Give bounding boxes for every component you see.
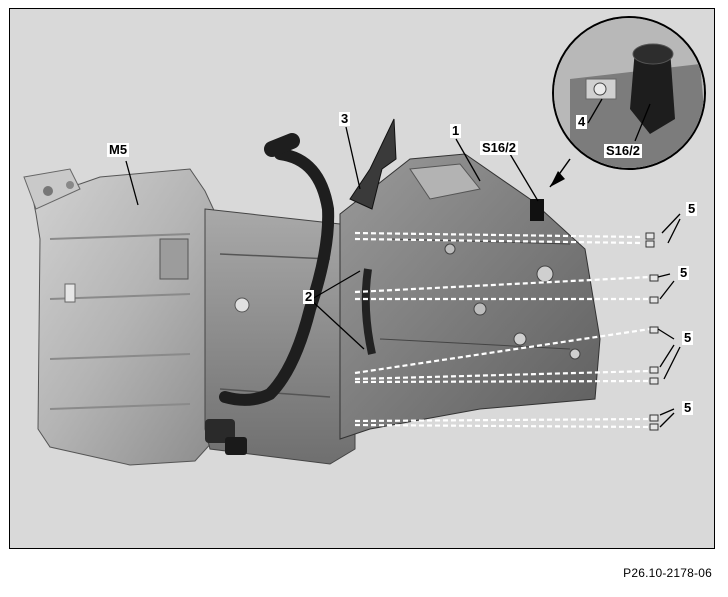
transmission-middle <box>204 208 356 465</box>
callout-5-d: 5 <box>682 400 694 415</box>
callout-s16-2: S16/2 <box>480 140 518 155</box>
callout-m5: M5 <box>107 142 130 157</box>
diagram-frame: M5 3 1 S16/2 2 4 S16/2 5 5 5 5 <box>9 8 715 549</box>
hose-lower <box>361 268 376 355</box>
leader-lines <box>125 126 681 428</box>
callout-3: 3 <box>339 111 351 126</box>
bolts <box>645 232 659 431</box>
callout-5-a: 5 <box>686 201 698 216</box>
callout-1: 1 <box>450 123 462 138</box>
callout-2: 2 <box>303 289 315 304</box>
transmission-illustration <box>23 16 706 466</box>
callout-s16-2-inset: S16/2 <box>604 143 642 158</box>
m5-housing <box>23 168 219 466</box>
detail-inset <box>549 16 706 188</box>
transmission-body <box>339 153 601 440</box>
bracket <box>349 118 397 210</box>
callout-5-b: 5 <box>678 265 690 280</box>
callout-4: 4 <box>576 114 588 129</box>
callout-5-c: 5 <box>682 330 694 345</box>
bolt-lines <box>354 231 651 429</box>
figure-id: P26.10-2178-06 <box>623 566 712 580</box>
